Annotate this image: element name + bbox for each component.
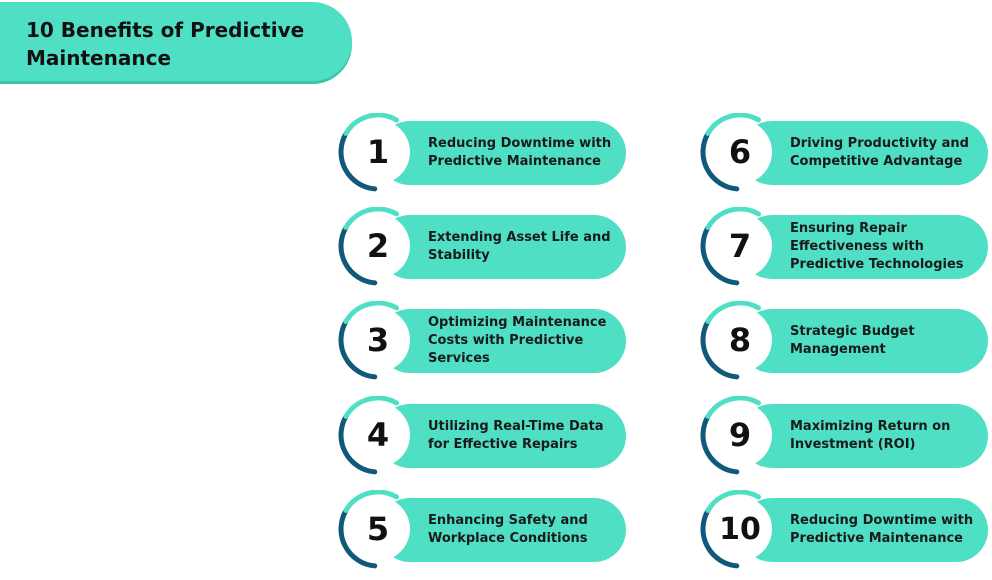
number-ring [700, 490, 761, 569]
benefit-pill: Maximizing Return on Investment (ROI) [740, 404, 988, 468]
benefit-label: Ensuring Repair Effectiveness with Predi… [790, 221, 964, 272]
number-ring [338, 490, 399, 569]
ring-arc-light [343, 113, 399, 136]
benefit-label: Driving Productivity and Competitive Adv… [790, 136, 969, 169]
benefit-pill: Strategic Budget Management [740, 309, 988, 373]
benefit-label: Enhancing Safety and Workplace Condition… [428, 513, 588, 546]
benefit-pill: Utilizing Real-Time Data for Effective R… [378, 404, 626, 468]
benefit-pill: Enhancing Safety and Workplace Condition… [378, 498, 626, 562]
benefit-pill: Driving Productivity and Competitive Adv… [740, 121, 988, 185]
benefit-number: 3 [346, 308, 410, 372]
ring-arc-light [705, 396, 761, 419]
benefit-label: Maximizing Return on Investment (ROI) [790, 419, 951, 452]
benefit-number: 2 [346, 214, 410, 278]
benefit-label: Extending Asset Life and Stability [428, 230, 611, 263]
number-ring [700, 396, 761, 475]
ring-arc-dark [338, 414, 378, 475]
ring-arc-dark [338, 131, 378, 192]
ring-arc-dark [700, 225, 740, 286]
benefit-number: 1 [346, 120, 410, 184]
ring-arc-dark [700, 508, 740, 569]
ring-arc-dark [700, 131, 740, 192]
benefit-label: Reducing Downtime with Predictive Mainte… [428, 136, 612, 169]
benefit-item: Strategic Budget Management 8 [700, 301, 988, 381]
ring-arc-dark [338, 225, 378, 286]
ring-arc-light [343, 301, 399, 324]
benefit-number: 7 [708, 214, 772, 278]
ring-arc-light [343, 396, 399, 419]
number-ring [338, 207, 399, 286]
benefit-item: Reducing Downtime with Predictive Mainte… [338, 113, 626, 193]
benefit-number: 10 [708, 497, 772, 561]
ring-arc-light [705, 301, 761, 324]
ring-arc-dark [700, 414, 740, 475]
benefit-item: Extending Asset Life and Stability 2 [338, 207, 626, 287]
benefit-item: Driving Productivity and Competitive Adv… [700, 113, 988, 193]
benefit-pill: Optimizing Maintenance Costs with Predic… [378, 309, 626, 373]
number-ring [700, 113, 761, 192]
benefit-item: Enhancing Safety and Workplace Condition… [338, 490, 626, 570]
benefit-label: Strategic Budget Management [790, 324, 915, 357]
benefit-label: Reducing Downtime with Predictive Mainte… [790, 513, 974, 546]
benefit-number: 6 [708, 120, 772, 184]
ring-arc-light [343, 207, 399, 230]
benefit-pill: Reducing Downtime with Predictive Mainte… [378, 121, 626, 185]
number-ring [338, 113, 399, 192]
benefit-number: 9 [708, 403, 772, 467]
benefit-pill: Reducing Downtime with Predictive Mainte… [740, 498, 988, 562]
benefit-item: Ensuring Repair Effectiveness with Predi… [700, 207, 988, 287]
ring-arc-dark [338, 508, 378, 569]
benefit-item: Maximizing Return on Investment (ROI) 9 [700, 396, 988, 476]
number-ring [338, 301, 399, 380]
benefit-number: 5 [346, 497, 410, 561]
benefit-item: Utilizing Real-Time Data for Effective R… [338, 396, 626, 476]
benefit-number: 8 [708, 308, 772, 372]
benefit-pill: Ensuring Repair Effectiveness with Predi… [740, 215, 988, 279]
benefit-number: 4 [346, 403, 410, 467]
number-ring [700, 301, 761, 380]
benefit-pill: Extending Asset Life and Stability [378, 215, 626, 279]
number-ring [700, 207, 761, 286]
ring-arc-light [705, 113, 761, 136]
benefit-label: Utilizing Real-Time Data for Effective R… [428, 419, 604, 452]
page-title: 10 Benefits of Predictive Maintenance [26, 18, 305, 70]
number-ring [338, 396, 399, 475]
benefit-item: Reducing Downtime with Predictive Mainte… [700, 490, 988, 570]
title-banner: 10 Benefits of Predictive Maintenance [0, 2, 352, 81]
ring-arc-light [343, 490, 399, 513]
ring-arc-light [705, 490, 761, 513]
benefit-label: Optimizing Maintenance Costs with Predic… [428, 315, 607, 366]
ring-arc-dark [700, 319, 740, 380]
ring-arc-dark [338, 319, 378, 380]
benefit-item: Optimizing Maintenance Costs with Predic… [338, 301, 626, 381]
ring-arc-light [705, 207, 761, 230]
